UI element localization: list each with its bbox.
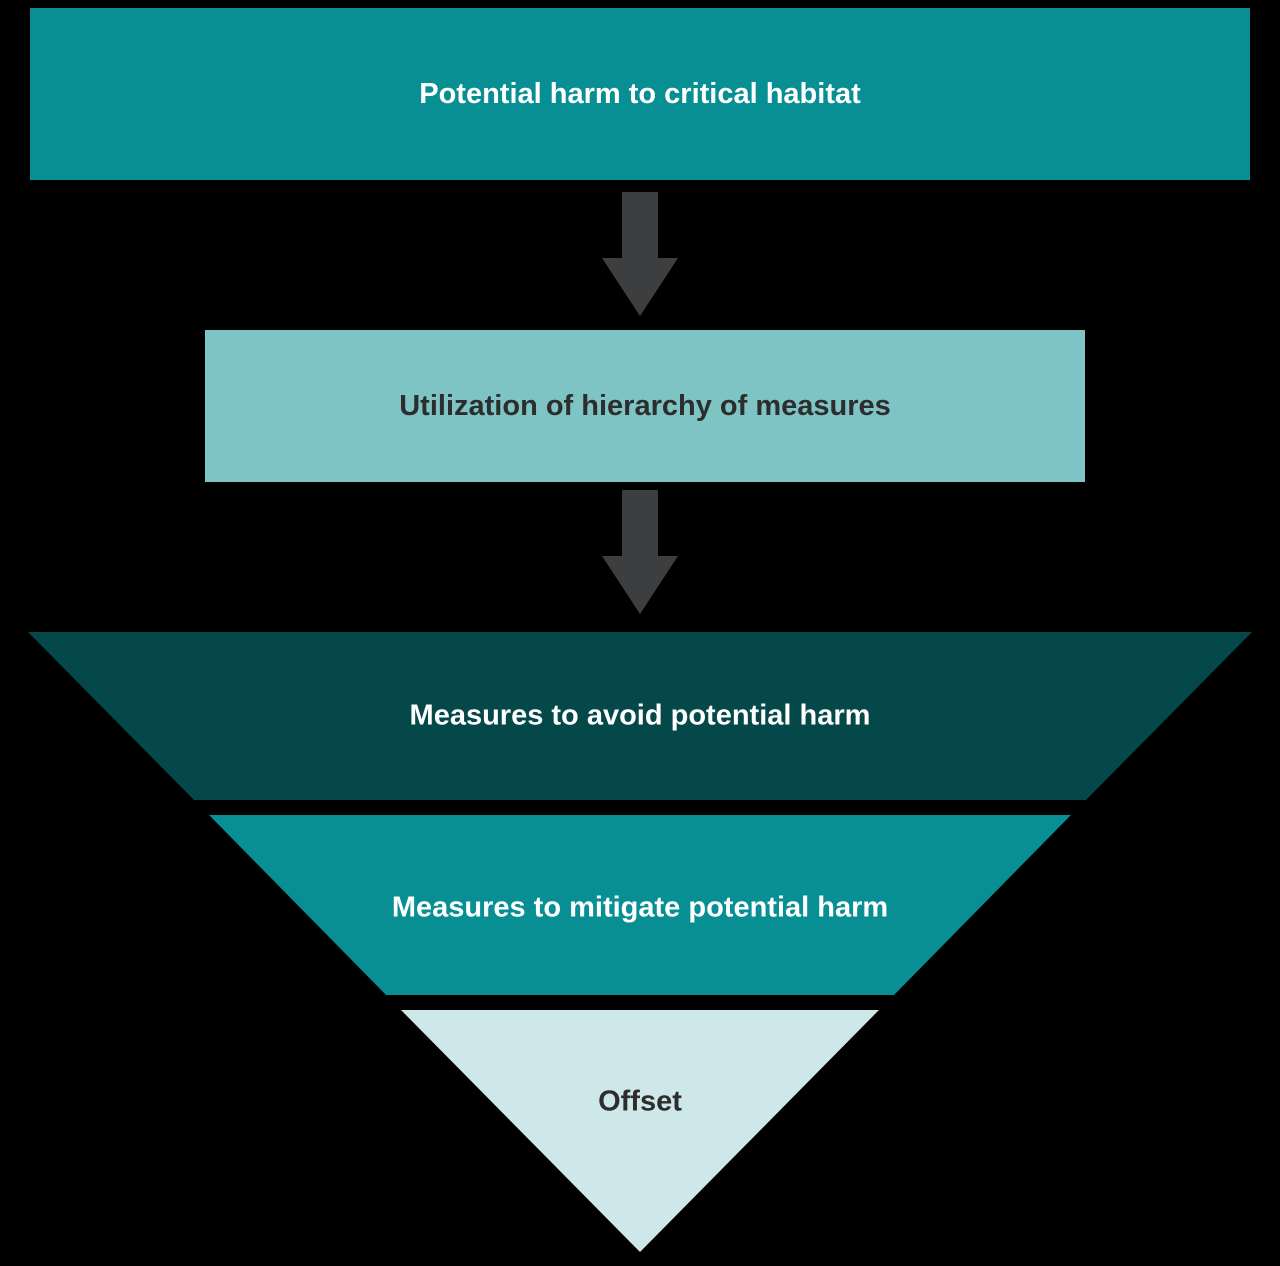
funnel-band-avoid [28,632,1252,800]
hierarchy-utilization-label: Utilization of hierarchy of measures [399,389,891,422]
funnel-level-offset: Offset [0,1085,1280,1120]
funnel-level-avoid: Measures to avoid potential harm [0,699,1280,734]
funnel-level-mitigate: Measures to mitigate potential harm [0,891,1280,926]
offset-label: Offset [598,1085,682,1118]
funnel-band-mitigate [209,815,1071,995]
funnel-band-offset [401,1010,879,1252]
avoid-harm-label: Measures to avoid potential harm [409,699,871,732]
potential-harm-label: Potential harm to critical habitat [419,77,861,110]
down-arrow-icon [602,490,678,614]
mitigate-harm-label: Measures to mitigate potential harm [391,891,889,924]
down-arrow-icon [602,192,678,316]
hierarchy-utilization-bar: Utilization of hierarchy of measures [205,330,1085,482]
potential-harm-bar: Potential harm to critical habitat [30,8,1250,180]
